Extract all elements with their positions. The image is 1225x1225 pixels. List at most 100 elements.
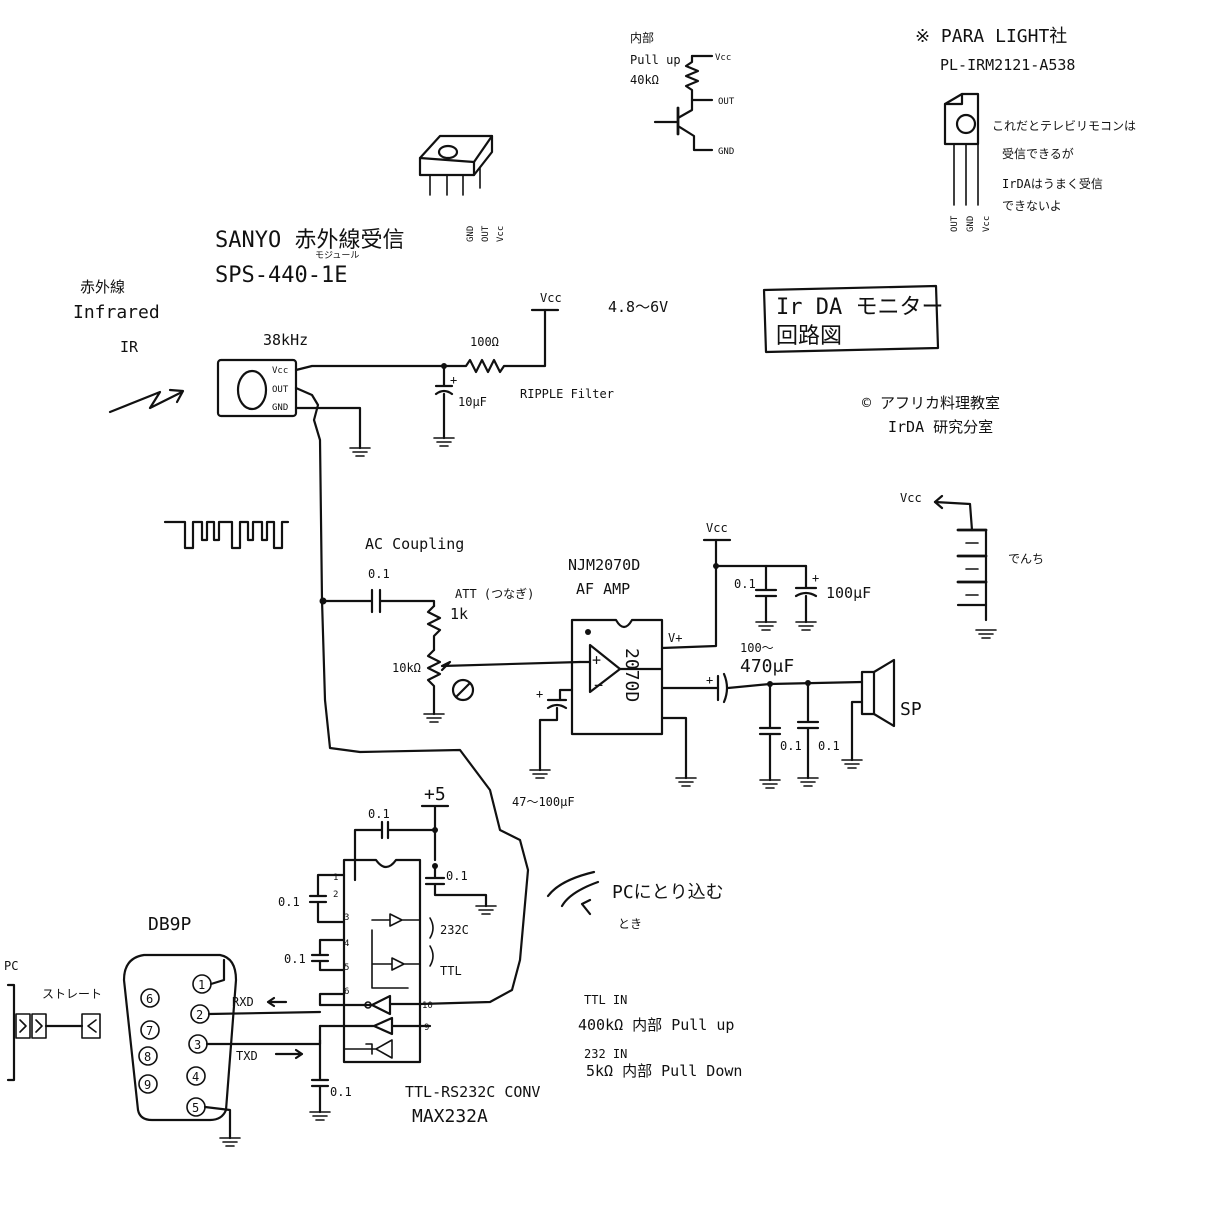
db9-label: DB9P bbox=[148, 914, 192, 935]
amp-feedback-lead bbox=[558, 688, 574, 702]
pullup-resistor bbox=[684, 54, 700, 102]
db9-pin-5-label: 5 bbox=[192, 1101, 199, 1115]
txd-label: TXD bbox=[236, 1049, 258, 1063]
db9-pin-7 bbox=[140, 1020, 160, 1040]
db9-pin-2-label: 2 bbox=[196, 1008, 203, 1022]
amp-cap-100uf-label: 100μF bbox=[826, 584, 871, 602]
pc-note-2: とき bbox=[618, 917, 642, 931]
fb-cap bbox=[538, 698, 568, 772]
fb-cap-plus: + bbox=[536, 687, 543, 701]
internal-pullup-sketch: 内部 Pull up 40kΩ Vcc OUT GND bbox=[630, 30, 735, 157]
sp-cap-a bbox=[758, 682, 782, 782]
max-cap-top bbox=[353, 820, 437, 882]
pc-input-notes: PCにとり込む とき TTL IN 400kΩ 内部 Pull up 232 I… bbox=[546, 870, 742, 1080]
max-ttl-label: TTL bbox=[440, 964, 462, 978]
db9-pin-9 bbox=[138, 1074, 158, 1094]
sensor-title-sub: モジュール bbox=[315, 251, 359, 261]
sensor-lens bbox=[236, 369, 268, 411]
sensor-pin-gnd: GND bbox=[272, 403, 288, 413]
pc-cable: PC ストレート bbox=[4, 959, 102, 1082]
amp-ground bbox=[675, 777, 697, 787]
pot-knob-slot bbox=[454, 681, 472, 699]
sp-cap-b bbox=[796, 681, 820, 780]
vcc-wire bbox=[294, 364, 446, 372]
straight-label: ストレート bbox=[42, 987, 102, 1001]
sensor-title: SANYO 赤外線受信 bbox=[215, 228, 404, 253]
out-cap-plus: + bbox=[706, 673, 713, 687]
ac-cap bbox=[321, 588, 436, 614]
db9-pin-7-label: 7 bbox=[146, 1024, 153, 1038]
amp-cap-100uf bbox=[794, 564, 818, 624]
cap-10uf-ground bbox=[433, 437, 455, 447]
cap-10uf bbox=[434, 364, 454, 440]
db9-pin-6-label: 6 bbox=[146, 992, 153, 1006]
max-cap-right bbox=[424, 864, 488, 908]
ir-pulse-waveform bbox=[163, 520, 290, 550]
amp-pin1-marker bbox=[585, 629, 591, 635]
sensor-part-number: SPS-440-1E bbox=[215, 263, 347, 288]
max-pin-4: 4 bbox=[344, 939, 349, 949]
db9-connector: DB9P 1 2 3 4 5 6 7 8 9 RXD TXD bbox=[122, 914, 322, 1147]
sp-cap-a-label: 0.1 bbox=[780, 739, 802, 753]
amp-out-lead bbox=[618, 667, 720, 690]
db9-shell bbox=[122, 953, 238, 1122]
att-label: ATT (つなぎ) bbox=[455, 587, 534, 601]
amp-plus: + bbox=[592, 651, 601, 669]
tr-vcc-label: Vcc bbox=[715, 53, 731, 63]
paralight-leads bbox=[953, 143, 979, 206]
copyright-line-2: IrDA 研究分室 bbox=[888, 418, 993, 436]
max232-converter: +5 0.1 0.1 0.1 0.1 1 2 3 4 5 6 10 9 232C… bbox=[278, 784, 540, 1127]
ir-label-en: Infrared bbox=[73, 302, 160, 323]
max-buffer-3 bbox=[343, 1039, 393, 1059]
max-title-2: MAX232A bbox=[412, 1106, 488, 1127]
amp-minus: − bbox=[594, 676, 603, 694]
package-pin-out: OUT bbox=[481, 225, 491, 242]
sensor-gnd-symbol bbox=[349, 447, 371, 457]
out-cap bbox=[716, 672, 864, 704]
battery-vcc-arrow bbox=[933, 500, 974, 532]
ac-coupling: AC Coupling 0.1 ATT (つなぎ) 1k 10kΩ bbox=[321, 535, 582, 723]
max-tx-buffer bbox=[318, 1016, 432, 1036]
max-232c-label: 232C bbox=[440, 923, 469, 937]
package-pin-gnd: GND bbox=[466, 226, 476, 242]
rs-in-note: 5kΩ 内部 Pull Down bbox=[586, 1062, 742, 1080]
max-internal-buffers bbox=[371, 913, 421, 989]
amp-subtitle: AF AMP bbox=[576, 580, 630, 598]
speaker-label: SP bbox=[900, 699, 922, 720]
fb-cap-label: 47～100μF bbox=[512, 795, 575, 809]
max-cap-left2 bbox=[310, 938, 346, 972]
pc-plug-arrows bbox=[19, 1019, 43, 1033]
sensor-pin-vcc: Vcc bbox=[272, 366, 288, 376]
pullup-res-label: 40kΩ bbox=[630, 73, 659, 87]
txd-arrow bbox=[274, 1048, 304, 1060]
paralight-note-3: IrDAはうまく受信 bbox=[1002, 177, 1103, 191]
max-rx-bubble bbox=[364, 1001, 372, 1009]
paralight-pin-out: OUT bbox=[950, 215, 960, 232]
sensor-package-drawing: GND OUT Vcc bbox=[418, 134, 506, 242]
ir-label-jp: 赤外線 bbox=[80, 278, 125, 296]
package-pin-vcc: Vcc bbox=[496, 226, 506, 242]
max-bracket-marks bbox=[429, 917, 434, 967]
pot-ground bbox=[423, 713, 445, 723]
max-cap-left2-label: 0.1 bbox=[284, 952, 306, 966]
ir-beam-arrow bbox=[108, 390, 184, 414]
battery-ground bbox=[975, 629, 997, 639]
sp-cap-b-ground bbox=[797, 777, 819, 787]
max-rx-buffer bbox=[318, 992, 422, 1016]
pc-label: PC bbox=[4, 959, 18, 973]
max-cap-bottom bbox=[310, 1038, 330, 1114]
internal-label: 内部 bbox=[630, 30, 654, 45]
package-side bbox=[472, 134, 494, 177]
db9-pin-6 bbox=[140, 988, 160, 1008]
db9-pin-1-wire bbox=[209, 958, 226, 986]
paralight-title: ※ PARA LIGHT社 bbox=[915, 26, 1067, 47]
copyright-line-1: © アフリカ料理教室 bbox=[862, 394, 1000, 412]
sensor-gnd-wire bbox=[294, 406, 362, 450]
pullup-label: Pull up bbox=[630, 53, 681, 67]
txd-wire bbox=[205, 1024, 322, 1046]
db9-pin-1-label: 1 bbox=[198, 978, 205, 992]
paralight-body bbox=[943, 92, 980, 146]
sp-cap-b-label: 0.1 bbox=[818, 739, 840, 753]
